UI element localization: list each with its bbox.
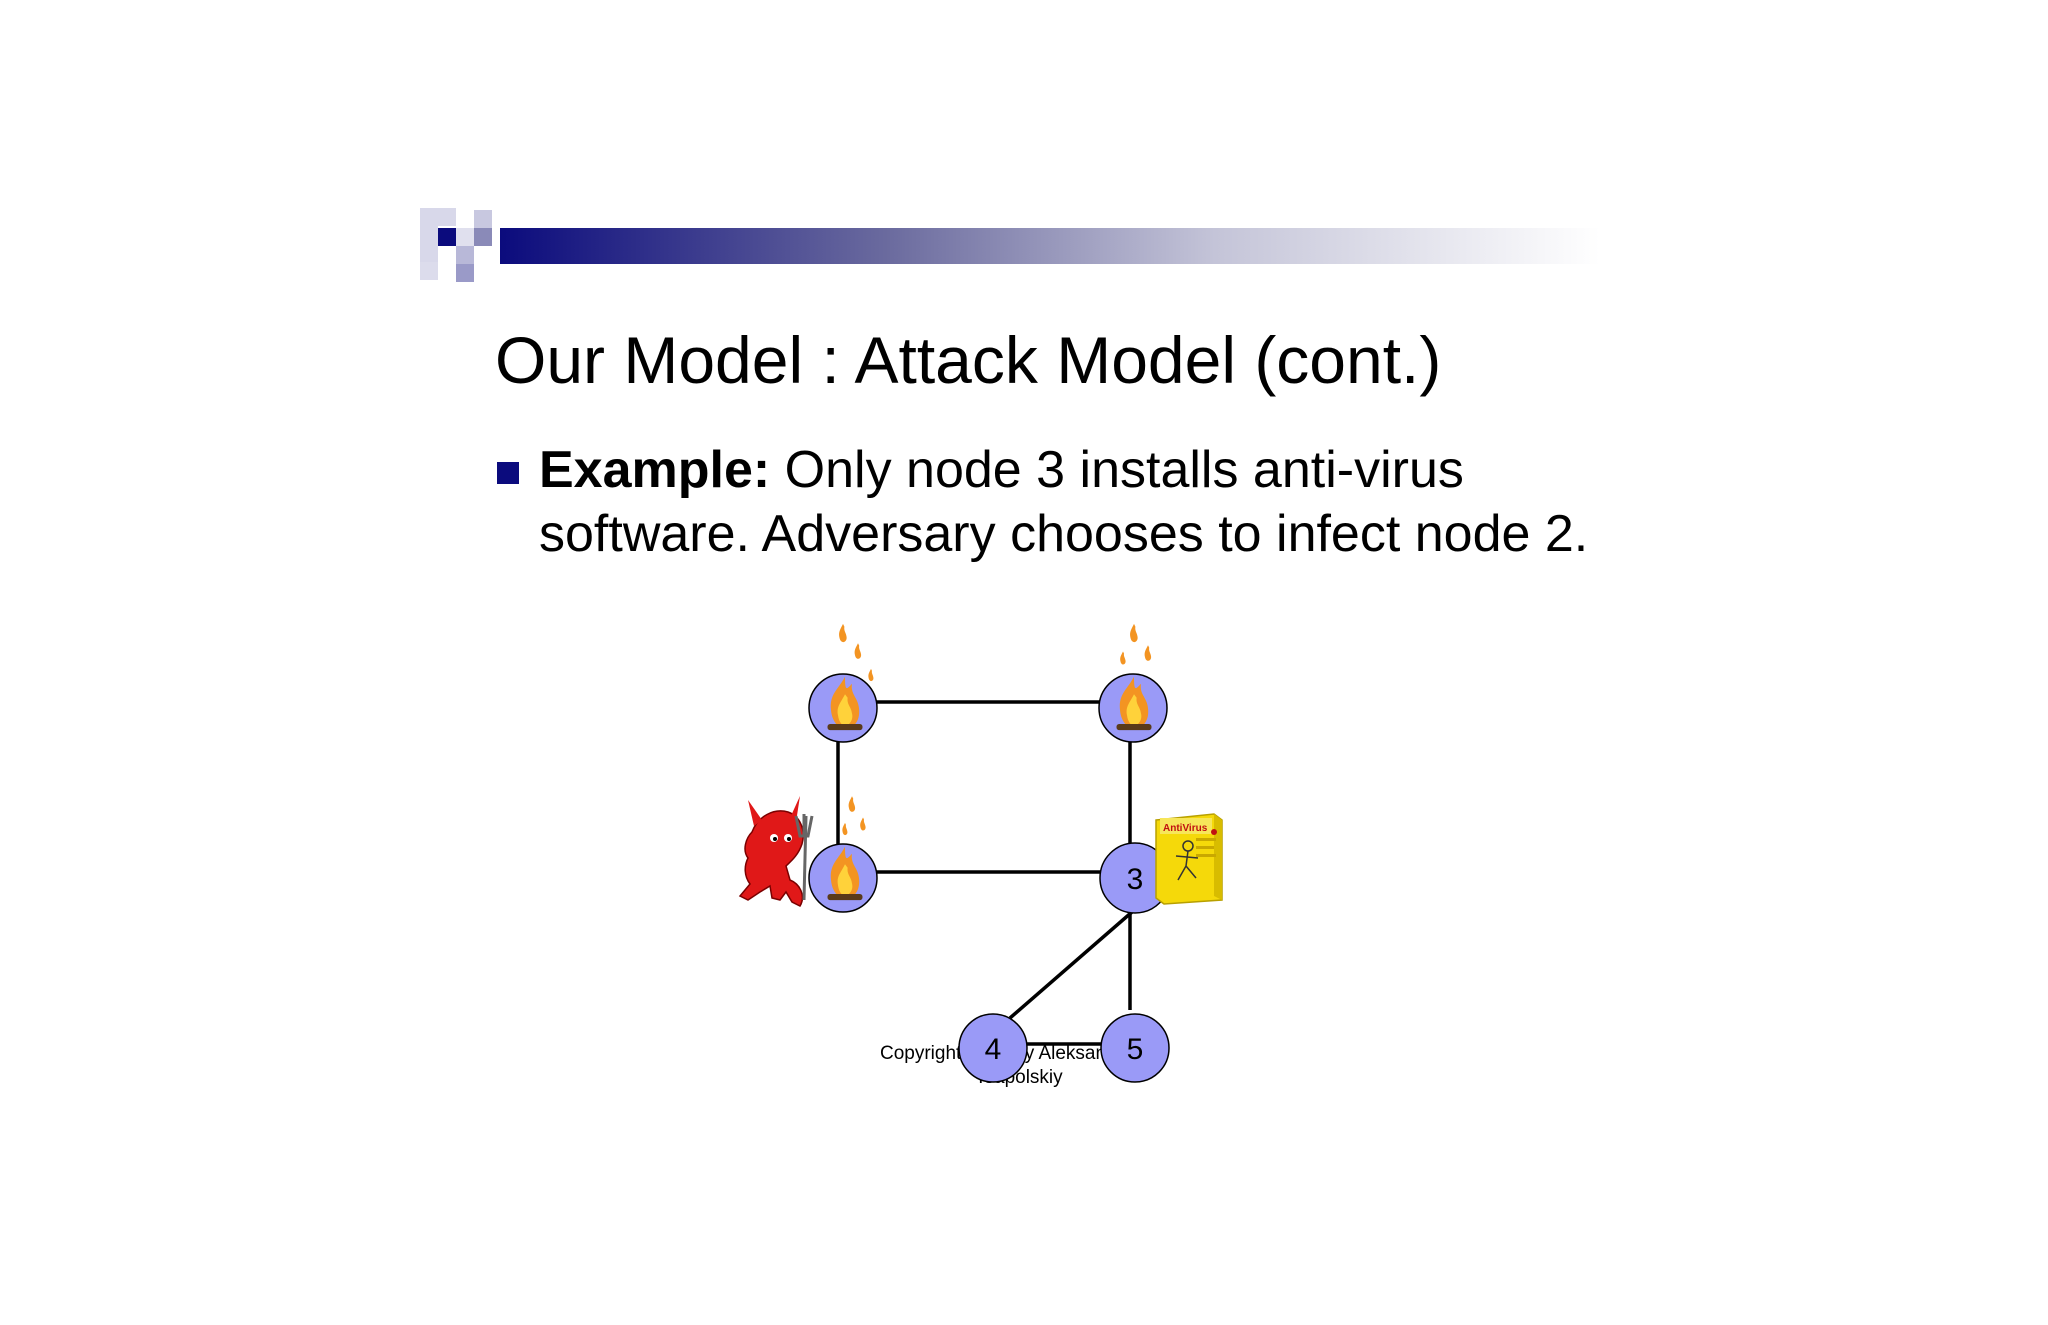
node-top-right: [1098, 623, 1168, 743]
node-2: [808, 796, 878, 913]
node-3: 3: [1099, 842, 1171, 914]
fire-icon: [860, 817, 866, 831]
fire-icon: [1130, 623, 1138, 643]
node-top-left: [808, 623, 878, 743]
edge-3-4: [1008, 910, 1134, 1020]
fire-icon: [848, 796, 856, 812]
bullet-body: Only node 3 installs anti-virus software…: [539, 441, 1589, 563]
fire-icon: [839, 623, 847, 643]
fire-icon: [842, 822, 848, 836]
header-decoration-bar: [420, 208, 1600, 282]
antivirus-box-icon: AntiVirus: [1155, 813, 1223, 905]
slide-title: Our Model : Attack Model (cont.): [495, 323, 1442, 397]
node-5: 5: [1100, 1013, 1170, 1083]
fire-icon: [1144, 645, 1152, 661]
node-label: 5: [1127, 1033, 1144, 1066]
fire-icon: [868, 668, 874, 682]
fire-icon: [854, 643, 862, 659]
bullet-square-icon: [497, 462, 519, 484]
node-4: 4: [958, 1013, 1028, 1083]
devil-icon: [738, 796, 814, 907]
bullet-text: Example: Only node 3 installs anti-virus…: [539, 438, 1599, 566]
node-label: 4: [985, 1033, 1002, 1066]
edges: [836, 700, 1134, 1046]
node-label: 3: [1127, 863, 1144, 896]
bullet-bold-lead: Example:: [539, 441, 771, 499]
fire-icon: [1120, 651, 1126, 665]
antivirus-box-text: AntiVirus: [1163, 823, 1208, 834]
